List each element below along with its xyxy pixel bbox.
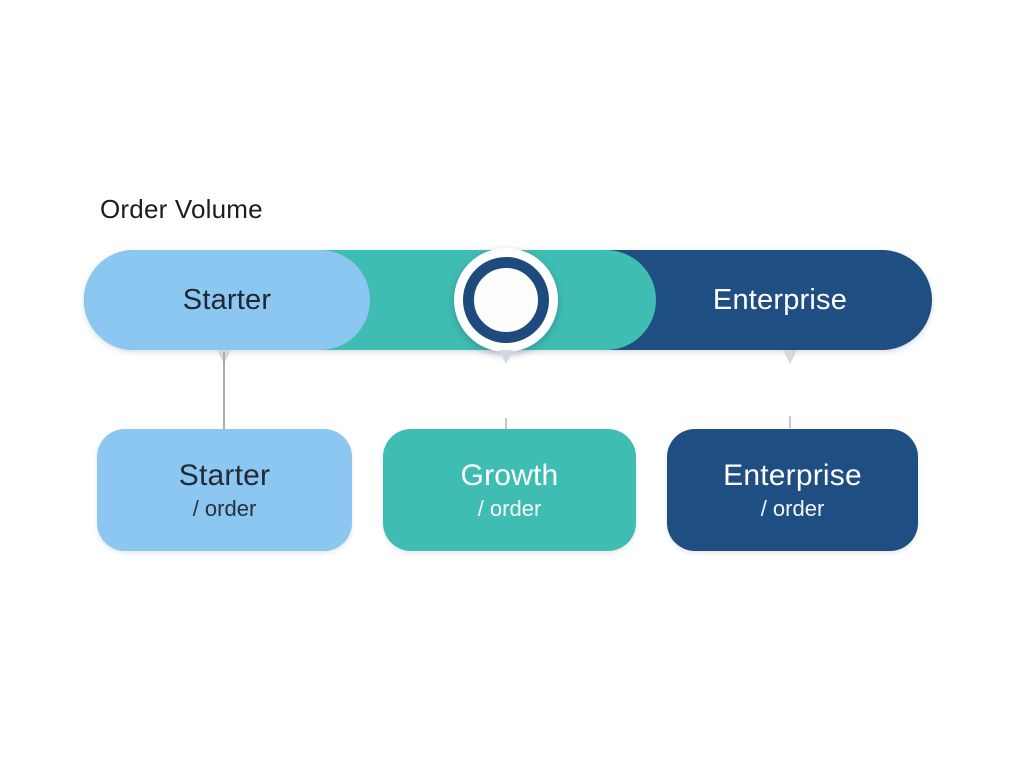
connector-tick-enterprise xyxy=(789,416,791,428)
pricing-card-growth: Growth / order xyxy=(383,429,636,551)
connector-tick-growth xyxy=(505,418,507,432)
order-volume-label: Order Volume xyxy=(100,194,263,224)
connector-drip-enterprise xyxy=(783,350,797,364)
card-title-growth: Growth xyxy=(460,458,559,492)
slider-segment-starter[interactable] xyxy=(84,250,370,350)
pricing-card-starter: Starter / order xyxy=(97,429,352,551)
slider-knob-ring-icon xyxy=(463,257,549,343)
connector-drip-growth xyxy=(499,350,513,364)
slider-knob[interactable] xyxy=(454,248,558,352)
connector-line-starter xyxy=(223,352,225,430)
card-title-starter: Starter xyxy=(178,458,271,492)
card-subtitle-growth: / order xyxy=(477,495,542,521)
card-title-enterprise: Enterprise xyxy=(723,458,862,492)
slider-label-enterprise: Enterprise xyxy=(712,283,848,316)
order-volume-slider[interactable]: Starter Enterprise xyxy=(84,248,932,352)
pricing-card-enterprise: Enterprise / order xyxy=(667,429,918,551)
card-subtitle-enterprise: / order xyxy=(760,495,825,521)
slider-label-starter: Starter xyxy=(182,283,272,316)
card-subtitle-starter: / order xyxy=(192,495,257,521)
